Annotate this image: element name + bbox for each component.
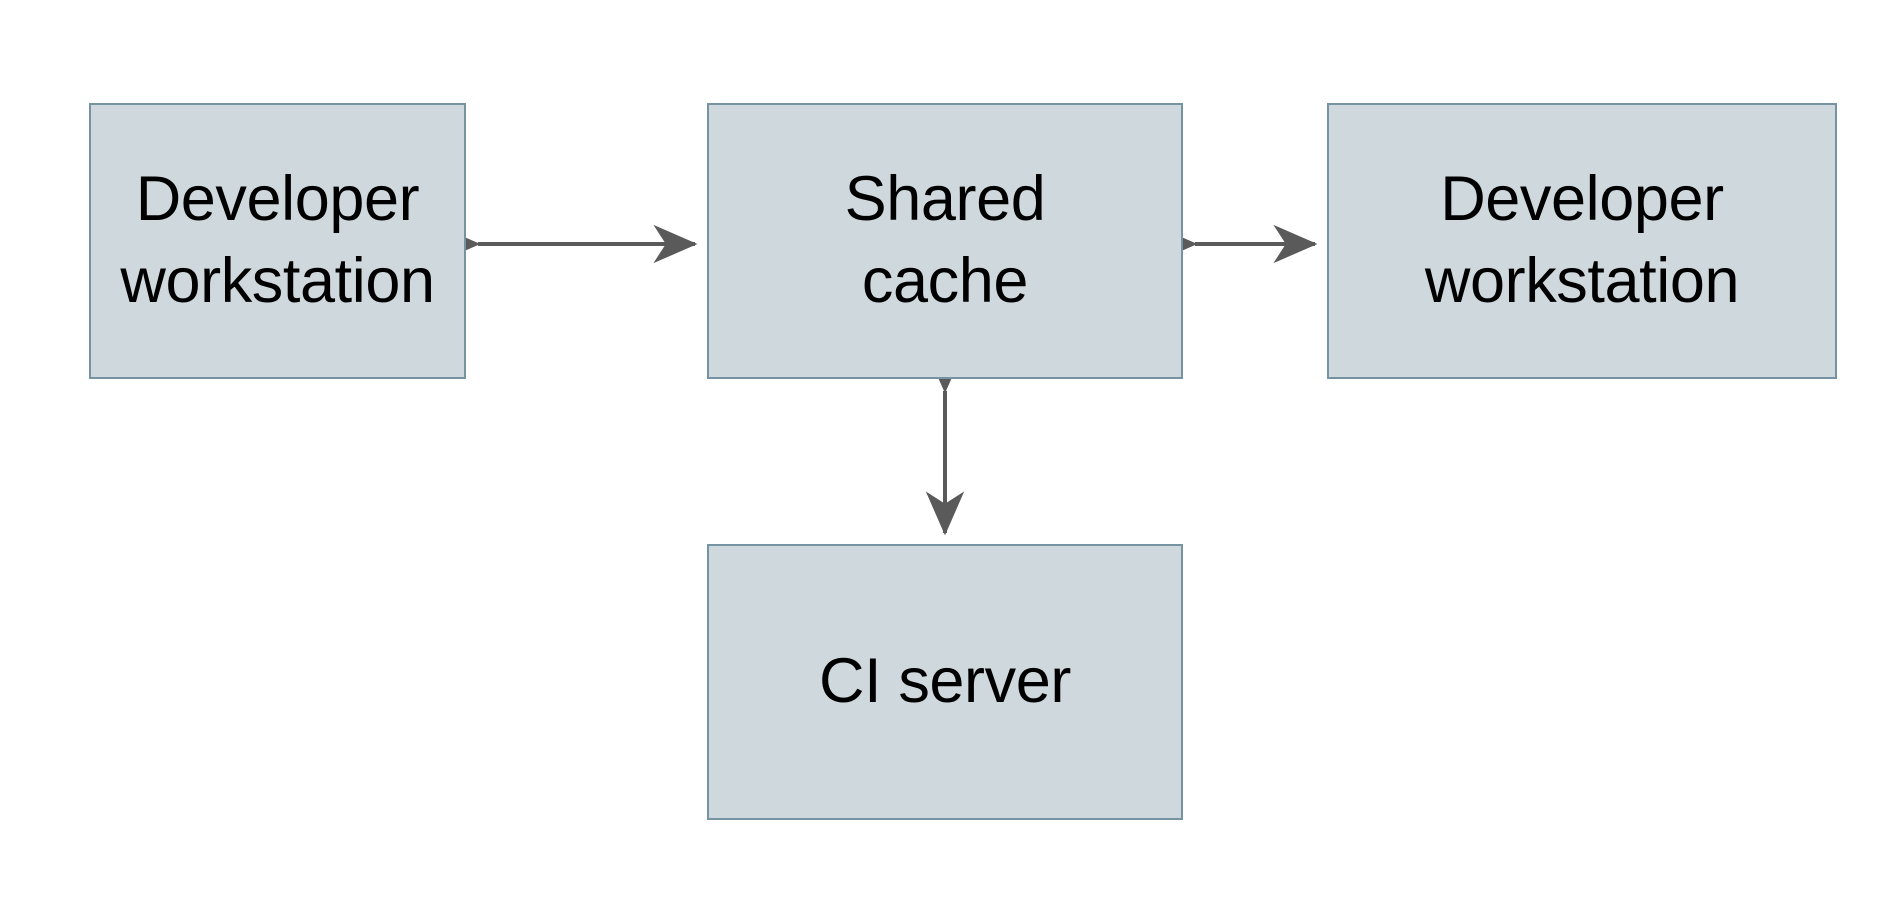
node-label: Developer workstation [1424,164,1740,316]
node-shared-cache[interactable]: Shared cache [707,103,1183,379]
node-label: Shared cache [844,164,1046,316]
node-dev-workstation-right[interactable]: Developer workstation [1327,103,1837,379]
node-ci-server[interactable]: CI server [707,544,1183,820]
node-dev-workstation-left[interactable]: Developer workstation [89,103,466,379]
node-label: Developer workstation [120,164,435,316]
node-label: CI server [819,646,1071,717]
